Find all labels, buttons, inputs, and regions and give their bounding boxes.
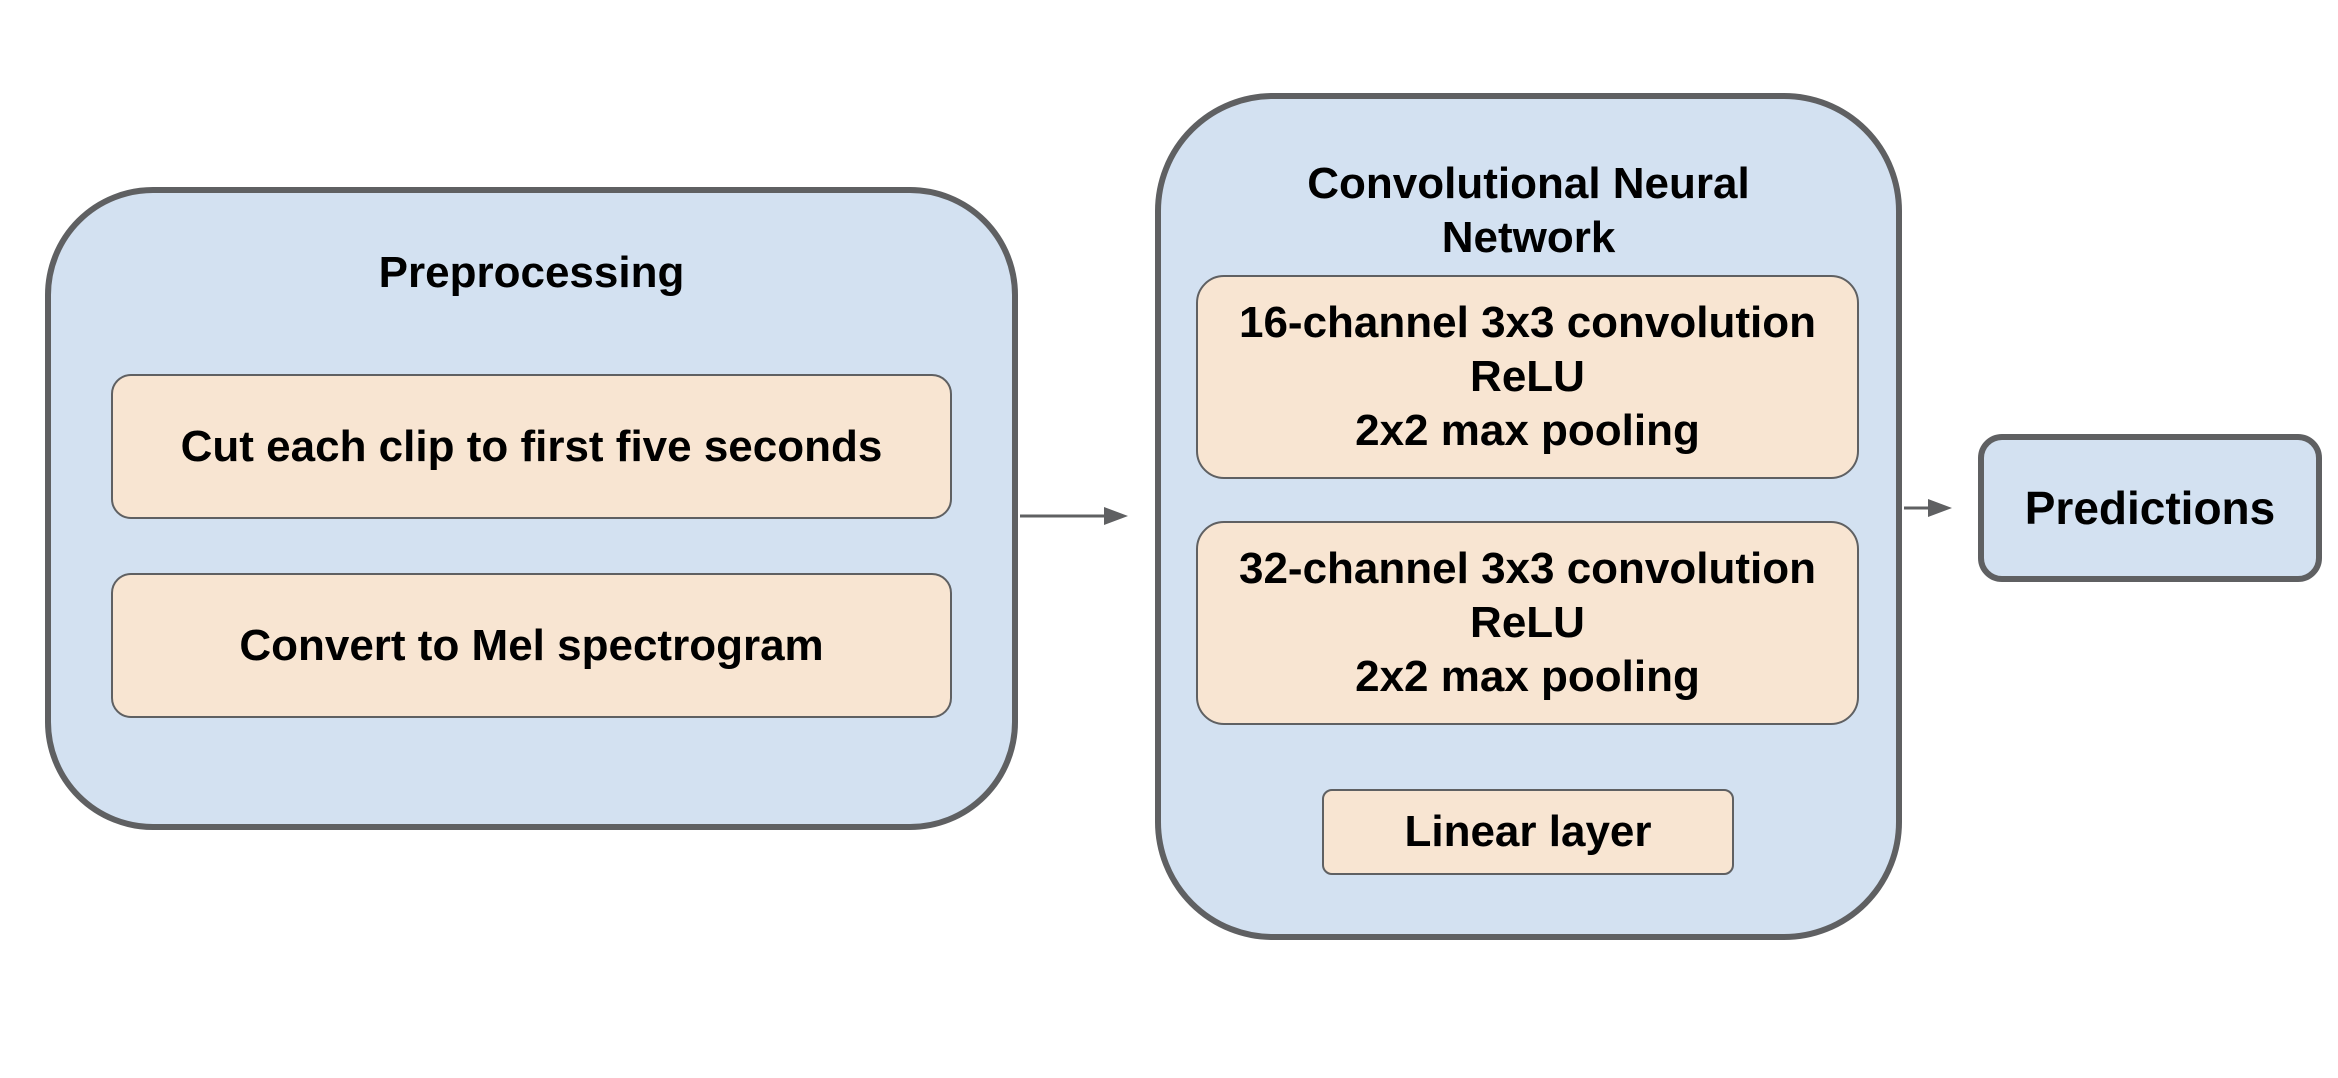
arrow-cnn-to-predictions bbox=[1904, 499, 1952, 517]
cnn-block-line: 32-channel 3x3 convolution bbox=[1238, 544, 1817, 593]
preprocessing-step-label: Convert to Mel spectrogram bbox=[239, 620, 824, 670]
preprocessing-step-mel-spectrogram: Convert to Mel spectrogram bbox=[111, 573, 952, 718]
preprocessing-step-cut-clip: Cut each clip to first five seconds bbox=[111, 374, 952, 519]
cnn-block-conv16: 16-channel 3x3 convolution ReLU 2x2 max … bbox=[1196, 275, 1859, 479]
cnn-title: Convolutional Neural Network bbox=[1307, 159, 1750, 262]
cnn-block-line: ReLU bbox=[1470, 352, 1585, 401]
predictions-label: Predictions bbox=[2024, 482, 2276, 534]
cnn-block-line: 16-channel 3x3 convolution bbox=[1238, 298, 1817, 347]
linear-layer-label: Linear layer bbox=[1404, 807, 1652, 856]
preprocessing-step-label: Cut each clip to first five seconds bbox=[180, 421, 883, 471]
cnn-block-line: 2x2 max pooling bbox=[1355, 652, 1700, 701]
cnn-block-line: ReLU bbox=[1470, 598, 1585, 647]
cnn-linear-layer: Linear layer bbox=[1322, 789, 1734, 875]
predictions-box: Predictions bbox=[1978, 434, 2322, 582]
preprocessing-title: Preprocessing bbox=[378, 248, 685, 297]
cnn-block-conv32: 32-channel 3x3 convolution ReLU 2x2 max … bbox=[1196, 521, 1859, 725]
arrow-preprocessing-to-cnn bbox=[1020, 507, 1128, 525]
cnn-block-line: 2x2 max pooling bbox=[1355, 406, 1700, 455]
